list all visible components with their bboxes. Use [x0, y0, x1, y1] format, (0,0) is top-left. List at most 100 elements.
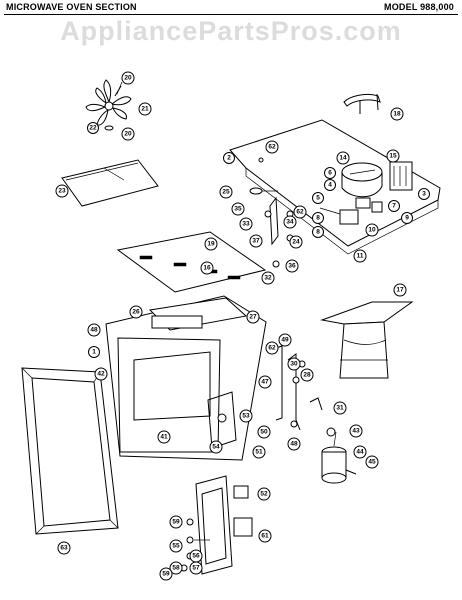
svg-text:20: 20 [124, 75, 132, 82]
svg-text:50: 50 [260, 429, 268, 436]
svg-text:56: 56 [192, 553, 200, 560]
fan-motor [321, 427, 357, 484]
header-rule [4, 14, 458, 15]
switch-cluster [319, 197, 383, 225]
callout-11: 11 [353, 249, 367, 263]
section-title: MICROWAVE OVEN SECTION [6, 2, 137, 12]
callout-18: 18 [390, 107, 404, 121]
svg-text:15: 15 [389, 153, 397, 160]
callout-8b: 8 [312, 226, 324, 238]
svg-text:34: 34 [286, 219, 294, 226]
callout-54: 54 [209, 440, 223, 454]
svg-text:59: 59 [162, 571, 170, 578]
svg-text:17: 17 [396, 287, 404, 294]
svg-text:32: 32 [264, 275, 272, 282]
svg-text:55: 55 [172, 543, 180, 550]
svg-text:44: 44 [356, 449, 364, 456]
callout-31: 31 [333, 401, 347, 415]
callout-7: 7 [388, 200, 400, 212]
waveguide-part [320, 301, 414, 379]
svg-text:8: 8 [316, 215, 320, 222]
svg-text:24: 24 [292, 239, 300, 246]
svg-text:36: 36 [288, 263, 296, 270]
svg-text:1: 1 [92, 349, 96, 356]
svg-text:4: 4 [328, 182, 332, 189]
callout-16: 16 [200, 261, 214, 275]
callout-28b: 28 [300, 368, 314, 382]
svg-text:20: 20 [124, 131, 132, 138]
callout-1: 1 [88, 346, 100, 358]
svg-text:18: 18 [393, 111, 401, 118]
callout-5: 5 [312, 192, 324, 204]
callout-26: 26 [129, 305, 143, 319]
callout-41: 41 [157, 430, 171, 444]
svg-text:43: 43 [352, 428, 360, 435]
svg-text:16: 16 [203, 265, 211, 272]
callout-36: 36 [285, 259, 299, 273]
channel-part [116, 231, 267, 293]
svg-text:10: 10 [368, 227, 376, 234]
callout-14: 14 [336, 151, 350, 165]
svg-text:30: 30 [290, 361, 298, 368]
svg-text:8: 8 [316, 229, 320, 236]
callout-42: 42 [94, 367, 108, 381]
callout-19: 19 [204, 237, 218, 251]
svg-text:45: 45 [368, 459, 376, 466]
motor-assembly [341, 161, 413, 198]
svg-text:21: 21 [141, 106, 149, 113]
callout-43: 43 [349, 424, 363, 438]
svg-text:19: 19 [207, 241, 215, 248]
callout-30: 30 [287, 357, 301, 371]
svg-text:58: 58 [172, 565, 180, 572]
callout-2: 2 [223, 152, 235, 164]
callout-59b: 59 [159, 567, 173, 581]
callout-34: 34 [283, 215, 297, 229]
svg-text:27: 27 [249, 314, 257, 321]
svg-text:6: 6 [328, 170, 332, 177]
svg-text:47: 47 [261, 379, 269, 386]
svg-text:53: 53 [242, 413, 250, 420]
latch-assembly [269, 345, 323, 431]
callout-6: 6 [324, 167, 336, 179]
svg-text:31: 31 [336, 405, 344, 412]
callout-8: 8 [312, 212, 324, 224]
callout-17: 17 [393, 283, 407, 297]
callout-48: 48 [87, 323, 101, 337]
control-panel [180, 475, 253, 575]
callout-53: 53 [239, 409, 253, 423]
callout-27: 27 [246, 310, 260, 324]
model-label: MODEL 988,000 [384, 2, 454, 12]
callout-55: 55 [169, 539, 183, 553]
svg-text:42: 42 [97, 371, 105, 378]
svg-text:35: 35 [234, 206, 242, 213]
callout-35: 35 [231, 202, 245, 216]
svg-text:3: 3 [422, 191, 426, 198]
callout-10: 10 [365, 223, 379, 237]
callout-57: 57 [189, 561, 203, 575]
callout-32: 32 [261, 271, 275, 285]
callout-44: 44 [353, 445, 367, 459]
svg-text:37: 37 [252, 238, 260, 245]
callout-62b: 62 [293, 205, 307, 219]
callout-22: 22 [87, 122, 99, 134]
callout-52: 52 [257, 487, 271, 501]
callout-50: 50 [257, 425, 271, 439]
svg-text:14: 14 [339, 155, 347, 162]
callout-25: 25 [219, 185, 233, 199]
svg-text:26: 26 [132, 309, 140, 316]
svg-text:62: 62 [268, 144, 276, 151]
svg-text:62: 62 [268, 345, 276, 352]
callout-51: 51 [252, 445, 266, 459]
svg-text:33: 33 [242, 221, 250, 228]
callout-49: 49 [278, 333, 292, 347]
callout-20b: 20 [121, 127, 135, 141]
svg-text:9: 9 [405, 215, 409, 222]
callout-23: 23 [55, 184, 69, 198]
callout-56: 56 [189, 549, 203, 563]
callout-62: 62 [265, 140, 279, 154]
svg-text:57: 57 [192, 565, 200, 572]
callout-45: 45 [365, 455, 379, 469]
callout-9: 9 [401, 212, 413, 224]
svg-text:51: 51 [255, 449, 263, 456]
callout-61: 61 [258, 529, 272, 543]
